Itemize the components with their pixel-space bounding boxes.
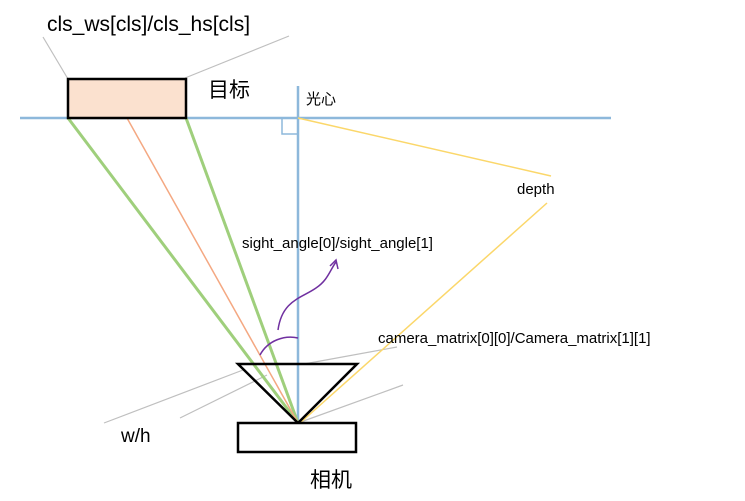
- sight-angle-arrow: [277, 261, 337, 331]
- arrow-head-icon: [329, 258, 339, 270]
- camera-body: [236, 421, 358, 454]
- depth-line-lower: [299, 202, 548, 424]
- camera-label: 相机: [310, 469, 352, 492]
- ray-orange-center: [126, 117, 299, 424]
- target-label: 目标: [208, 79, 250, 102]
- target-box: [66, 77, 188, 120]
- depth-line-upper: [297, 117, 552, 177]
- target-size-label: cls_ws[cls]/cls_hs[cls]: [47, 13, 250, 36]
- leader-line-camera-matrix-2: [297, 384, 404, 424]
- leader-line-target-left: [42, 36, 69, 80]
- sight-angle-label: sight_angle[0]/sight_angle[1]: [242, 235, 433, 252]
- ray-green-left: [66, 117, 300, 424]
- camera-matrix-label: camera_matrix[0][0]/Camera_matrix[1][1]: [378, 330, 651, 347]
- camera-fov-triangle: [234, 362, 361, 425]
- ray-green-right: [184, 117, 300, 424]
- wh-label: w/h: [120, 426, 151, 447]
- optical-center-label: 光心: [306, 91, 336, 108]
- right-angle-marker: [281, 118, 298, 135]
- leader-line-wh-1: [103, 369, 244, 424]
- depth-label: depth: [517, 181, 555, 198]
- leader-line-target-right: [184, 35, 290, 79]
- sight-angle-arc: [259, 336, 299, 356]
- leader-line-wh-2: [179, 374, 268, 419]
